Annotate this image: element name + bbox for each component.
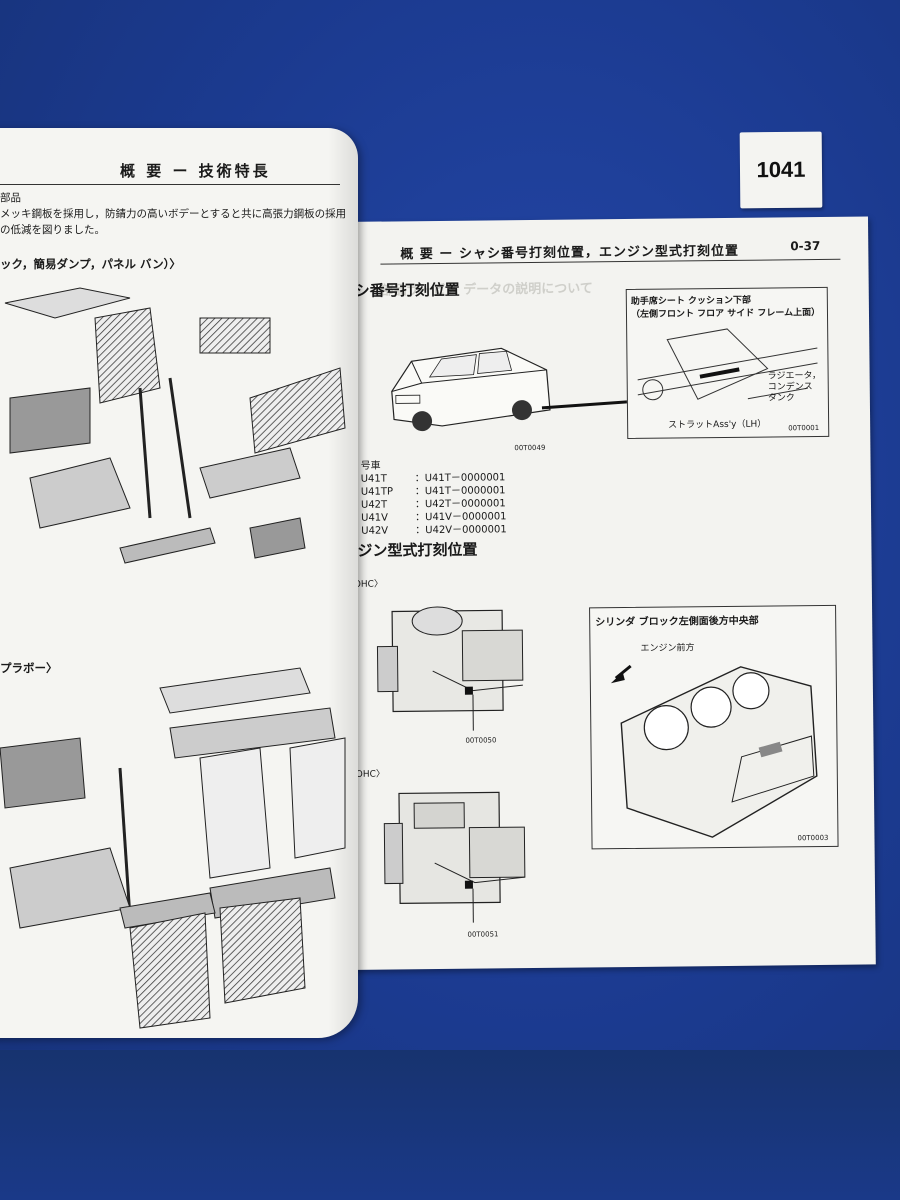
inset1-code: 00T0001 <box>788 423 820 433</box>
left-subheading-1: ック，簡易ダンプ，パネル バン）〉 <box>0 257 181 271</box>
left-text-line3: の低減を図りました。 <box>0 224 105 236</box>
right-page-header: 概 要 ー シャシ番号打刻位置，エンジン型式打刻位置 <box>400 243 739 263</box>
chassis-row: U42V ：U42V－0000001 <box>361 524 507 537</box>
section-chassis-title: シ番号打刻位置 <box>354 280 460 300</box>
cylinder-block-drawing <box>610 664 818 838</box>
section-engine-title: ジン型式打刻位置 <box>357 540 478 560</box>
inset2-code: 00T0003 <box>797 833 829 843</box>
van-code: 00T0049 <box>514 443 546 453</box>
chassis-number-list: 号車 U41T ：U41T－0000001 U41TP ：U41T－000000… <box>360 458 507 538</box>
left-page: 概 要 ー 技術特長 部品 メッキ鋼板を採用し，防錆力の高いボデーとすると共に高… <box>0 128 358 1038</box>
body-exploded-diagram-1 <box>4 287 346 564</box>
tag-number: 1041 <box>756 156 806 183</box>
right-page: 部品サービス データの説明について 概 要 ー シャシ番号打刻位置，エンジン型式… <box>340 216 876 970</box>
engine-illustration-2 <box>383 791 526 923</box>
engine2-code: 00T0051 <box>467 930 499 939</box>
left-text-line1: 部品 <box>0 192 21 204</box>
page-number: 0-37 <box>790 238 821 254</box>
engine1-label: OHC〉 <box>353 579 383 590</box>
background-shadow <box>0 1050 900 1200</box>
engine-illustration-1 <box>376 606 524 731</box>
left-text-line2: メッキ鋼板を採用し，防錆力の高いボデーとすると共に高張力鋼板の採用 <box>0 208 347 220</box>
number-tag: 1041 <box>739 131 823 209</box>
inset1-strut: ストラットAss'y（LH） <box>668 419 767 431</box>
engine2-label: OHC〉 <box>355 769 385 780</box>
cylinder-block-inset: シリンダ ブロック左側面後方中央部 エンジン前方 00T0003 <box>589 604 839 850</box>
inset2-caption: シリンダ ブロック左側面後方中央部 <box>595 615 759 629</box>
chassis-inset: 助手席シート クッション下部 （左側フロント フロア サイド フレーム上面） ラ… <box>625 286 830 440</box>
left-header-rule <box>0 184 340 185</box>
inset1-caption1: 助手席シート クッション下部 <box>630 295 752 307</box>
chassis-frame-drawing <box>637 328 818 401</box>
left-page-header: 概 要 ー 技術特長 <box>120 162 271 180</box>
engine1-code: 00T0050 <box>465 736 497 745</box>
van-illustration <box>391 347 642 432</box>
left-subheading-2: プラボー〉 <box>0 661 58 675</box>
inset1-radiator3: タンク <box>767 393 795 404</box>
body-exploded-diagram-2 <box>0 667 346 1029</box>
